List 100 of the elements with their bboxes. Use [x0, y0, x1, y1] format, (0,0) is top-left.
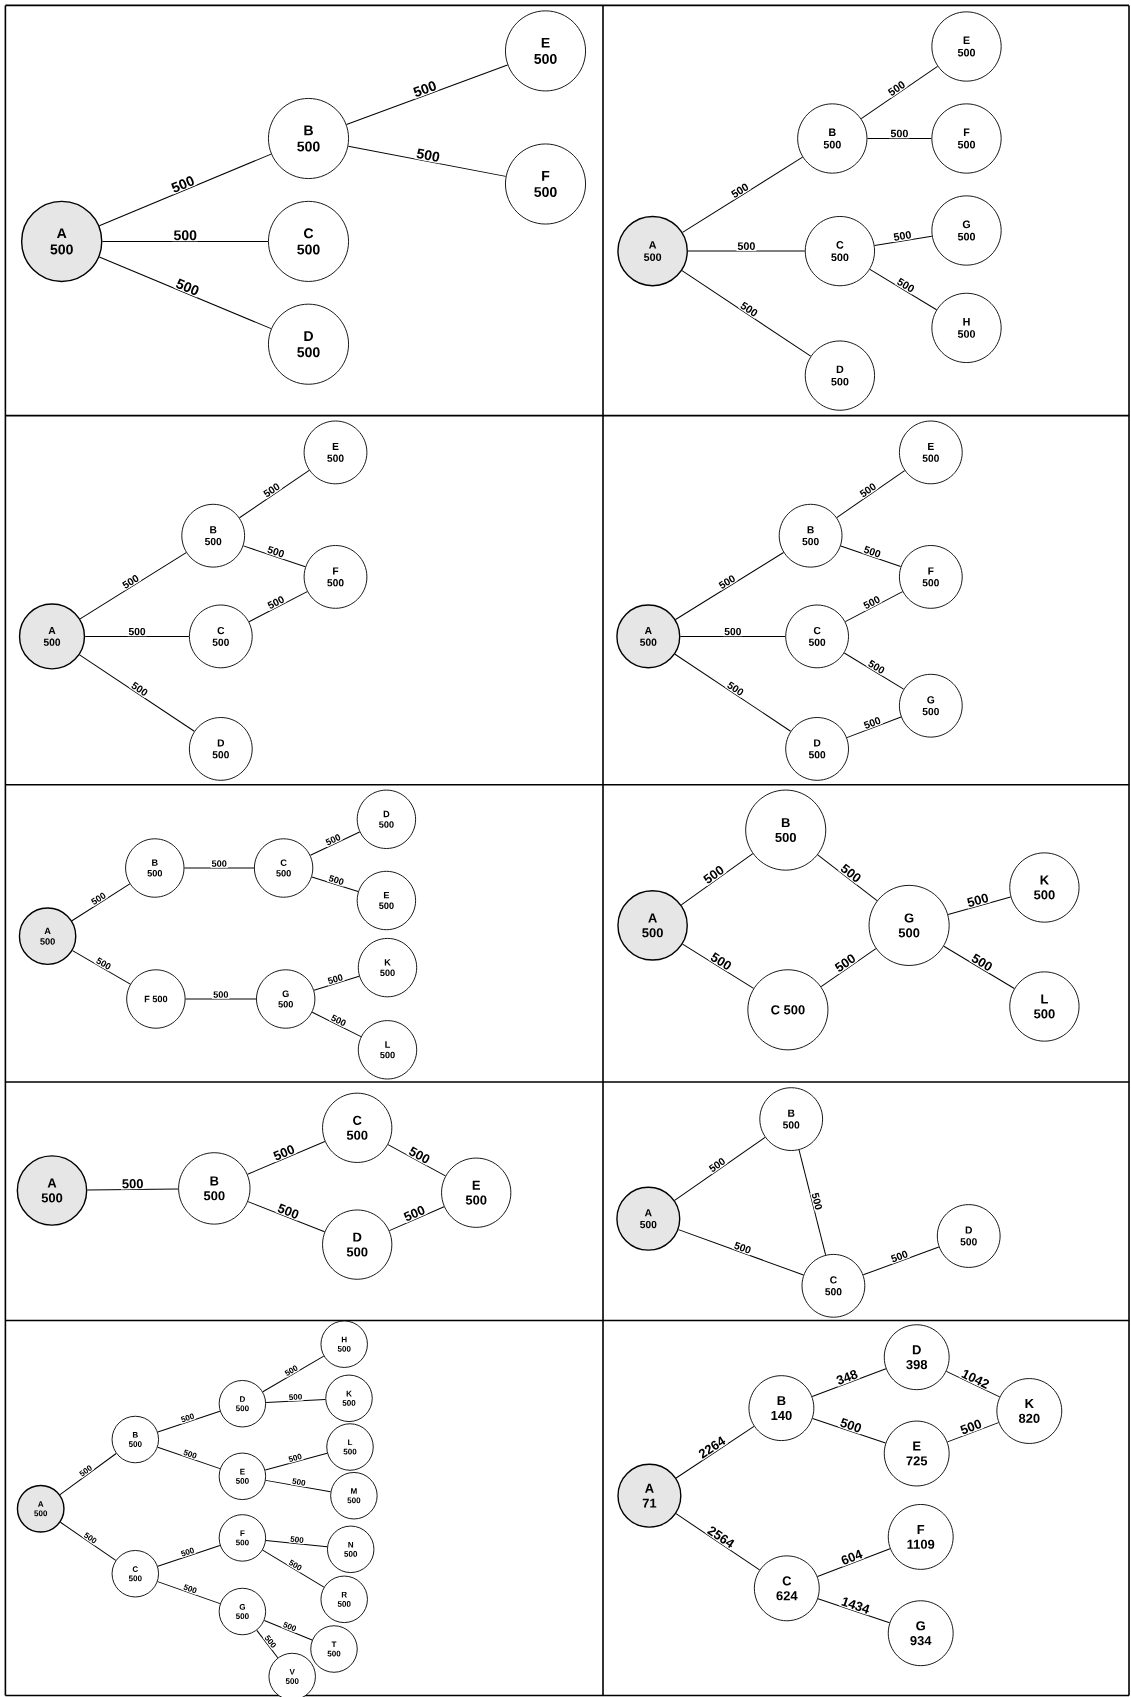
edge-label: 500 — [889, 128, 910, 139]
edge-label: 500 — [262, 1633, 279, 1651]
edge-label: 500 — [81, 1530, 99, 1546]
edge-line — [242, 545, 306, 568]
edge-label: 500 — [281, 1620, 299, 1633]
edge-line — [680, 853, 754, 906]
edge-line — [675, 1513, 761, 1571]
edge-line — [183, 867, 255, 869]
node-label: 500 — [285, 1678, 299, 1684]
edge-label: 500 — [700, 863, 727, 886]
edge-label: 500 — [861, 715, 883, 731]
edge-line — [846, 716, 902, 739]
edge-line — [313, 975, 360, 991]
edge-label: 500 — [969, 951, 996, 974]
edge-label: 500 — [282, 1363, 300, 1378]
edge-line — [265, 1399, 326, 1403]
edge-label: 500 — [885, 78, 908, 98]
edge-label: 500 — [888, 1248, 910, 1265]
edge-label: 500 — [270, 1142, 298, 1163]
edge-line — [157, 1581, 221, 1605]
edge-label: 500 — [964, 891, 991, 909]
edge-line — [674, 653, 792, 732]
node-label: V — [289, 1669, 295, 1675]
edge-label: 604 — [838, 1547, 865, 1567]
edge-line — [311, 876, 359, 893]
edge-line — [874, 235, 933, 246]
edge-label: 500 — [287, 1392, 304, 1402]
edge-line — [347, 145, 507, 177]
edge-label: 500 — [181, 1447, 199, 1461]
edge-label: 500 — [708, 950, 735, 973]
edge-line — [862, 1246, 940, 1276]
edge-line — [869, 268, 937, 311]
edge-line — [943, 945, 1015, 989]
edge-line — [844, 591, 904, 623]
edge-label: 1434 — [839, 1595, 872, 1616]
edge-line — [262, 1549, 325, 1588]
edge-label: 500 — [127, 626, 147, 637]
edge-label: 500 — [728, 181, 751, 200]
edge-label: 500 — [838, 861, 864, 885]
edge-line — [265, 1539, 328, 1548]
edge-line — [679, 635, 786, 637]
edge-line — [346, 64, 508, 125]
edge-label: 500 — [326, 873, 346, 887]
edge-label: 500 — [401, 1203, 428, 1224]
edge-label: 500 — [716, 572, 738, 591]
edge-line — [86, 1188, 179, 1191]
edge-line — [387, 1144, 446, 1177]
edge-line — [262, 1355, 325, 1393]
edge-line — [866, 138, 932, 139]
edge-line — [157, 1410, 221, 1433]
edge-label: 500 — [179, 1411, 197, 1424]
edge-label: 500 — [290, 1476, 308, 1488]
edge-line — [157, 1544, 221, 1567]
edge-label: 500 — [832, 951, 859, 975]
edge-line — [79, 552, 187, 620]
edge-label: 500 — [410, 78, 439, 99]
edge-label: 500 — [957, 1417, 984, 1437]
edge-line — [947, 896, 1012, 915]
edge-label: 500 — [857, 480, 879, 500]
edge-line — [98, 256, 272, 330]
edge-label: 500 — [706, 1155, 728, 1175]
edge-label: 500 — [210, 859, 228, 868]
edge-line — [860, 65, 939, 120]
edge-label: 500 — [168, 173, 197, 195]
edge-label: 500 — [120, 572, 142, 591]
edge-label: 500 — [325, 972, 345, 986]
edge-line — [239, 469, 310, 519]
edge-label: 500 — [129, 679, 151, 699]
edge-label: 500 — [865, 658, 888, 676]
edge-line — [681, 270, 812, 357]
edge-label: 500 — [861, 544, 883, 560]
edge-line — [798, 1149, 827, 1256]
edge-label: 500 — [328, 1012, 349, 1029]
edge-label: 500 — [286, 1557, 304, 1573]
edge-line — [812, 1418, 886, 1444]
edge-label: 500 — [724, 679, 746, 698]
edge-line — [687, 250, 806, 252]
edge-line — [256, 1629, 279, 1659]
edge-label: 500 — [173, 276, 202, 298]
edge-label: 500 — [738, 299, 761, 319]
edge-label: 500 — [181, 1582, 199, 1595]
edge-line — [817, 854, 878, 902]
edge-line — [59, 1521, 117, 1561]
edge-line — [947, 1422, 1000, 1443]
edge-line — [247, 1141, 326, 1175]
edge-label: 500 — [406, 1144, 433, 1166]
edge-label: 500 — [265, 593, 287, 611]
edge-line — [843, 652, 905, 690]
edge-line — [264, 1452, 328, 1471]
edge-line — [311, 1011, 362, 1038]
edge-label: 500 — [723, 626, 743, 637]
edge-line — [248, 591, 308, 623]
edge-label: 500 — [732, 1240, 754, 1256]
edge-label: 500 — [861, 593, 883, 611]
edge-line — [945, 1370, 1001, 1398]
edge-line — [388, 1206, 445, 1232]
edge-label: 500 — [810, 1190, 824, 1212]
edge-label: 1042 — [959, 1367, 992, 1391]
edge-line — [59, 1453, 117, 1496]
edge-line — [674, 1136, 766, 1201]
